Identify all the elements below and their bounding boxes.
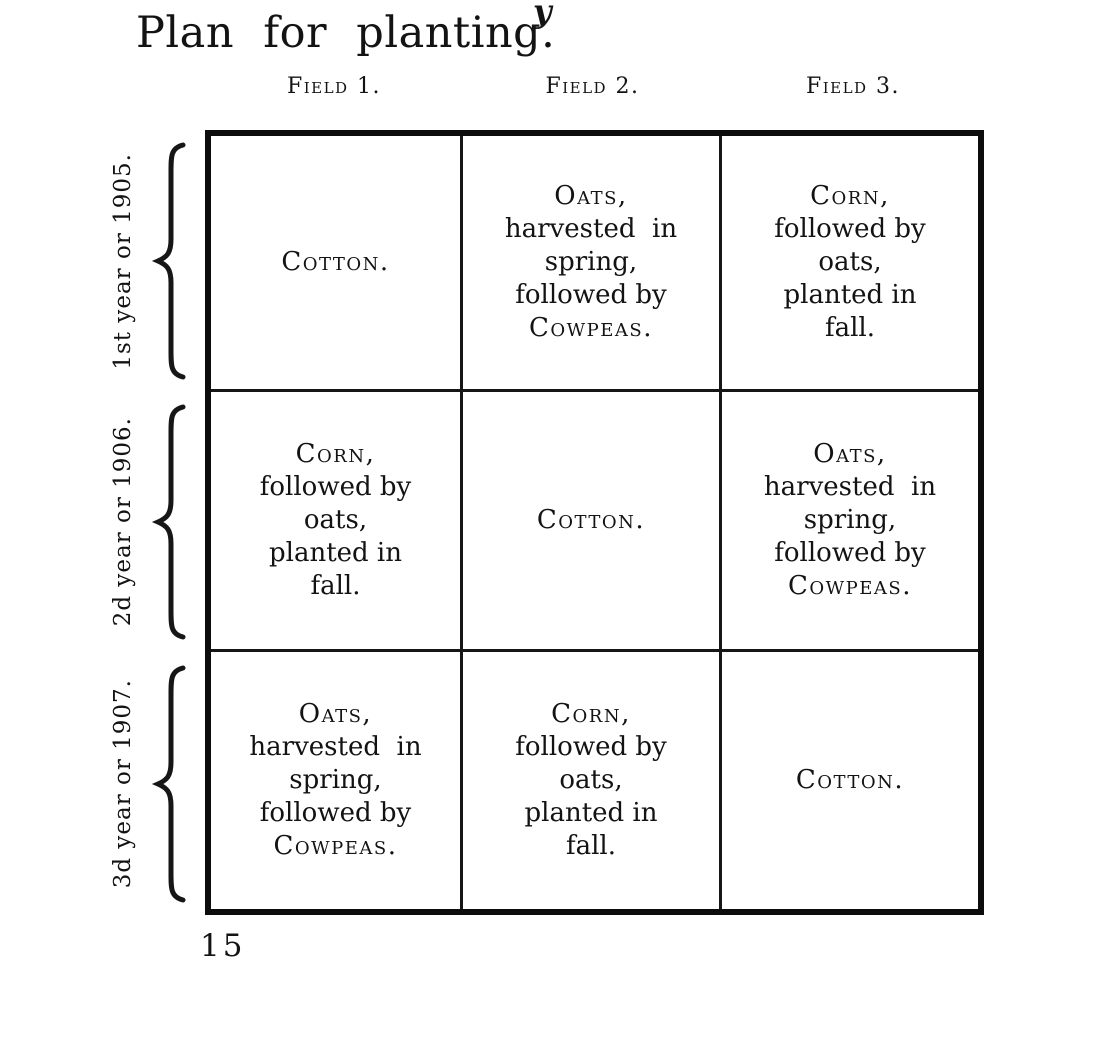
cell-line: Cotton. <box>795 764 905 795</box>
cell-line: followed by <box>515 731 667 762</box>
cell-text: Cotton. <box>281 246 389 279</box>
cell-line: Oats, <box>554 180 628 211</box>
cell-line: Cowpeas. <box>273 831 398 862</box>
cell-line: oats, <box>818 246 882 277</box>
cell-line: harvested in <box>763 471 937 502</box>
cell-line: followed by <box>774 213 926 244</box>
curly-brace-icon <box>151 664 186 903</box>
cell-line: planted in <box>524 798 658 828</box>
row-label-year-1: 1st year or 1905. <box>98 130 148 392</box>
column-header-field-2: Field 2. <box>545 74 640 99</box>
curly-brace-icon <box>151 404 186 640</box>
plan-cell-r2-c2: Cotton. <box>463 392 722 652</box>
cell-line: harvested in <box>249 731 422 762</box>
cell-line: planted in <box>268 538 402 568</box>
brace-year-2 <box>150 392 190 652</box>
cell-line: Cotton. <box>281 246 390 277</box>
cell-line: spring, <box>803 504 897 535</box>
curly-brace-icon <box>151 142 186 380</box>
cell-line: spring, <box>289 764 382 795</box>
column-header-field-3: Field 3. <box>805 74 901 99</box>
cell-line: oats, <box>303 504 368 535</box>
cell-line: fall. <box>310 571 361 602</box>
cell-line: followed by <box>259 798 412 828</box>
cell-line: planted in <box>783 280 917 310</box>
row-label-text: 3d year or 1907. <box>110 678 136 889</box>
row-label-text: 1st year or 1905. <box>110 152 136 370</box>
plan-cell-r3-c3: Cotton. <box>722 652 978 909</box>
cell-line: Cowpeas. <box>528 313 653 344</box>
row-label-year-3: 3d year or 1907. <box>98 652 148 915</box>
cell-line: followed by <box>259 471 412 502</box>
cell-text: Cotton. <box>537 504 645 537</box>
brace-year-1 <box>150 130 190 392</box>
cell-line: Corn, <box>551 698 631 729</box>
cell-line: Corn, <box>810 180 890 211</box>
page-number: 15 <box>200 928 246 964</box>
cell-line: Cowpeas. <box>787 571 912 602</box>
cell-line: oats, <box>559 764 623 795</box>
cell-line: Oats, <box>813 438 887 469</box>
stray-ink-mark: y <box>533 0 552 30</box>
cell-line: followed by <box>774 538 926 568</box>
cell-line: Corn, <box>295 438 376 469</box>
cell-text: Cotton. <box>796 764 904 797</box>
cell-line: fall. <box>824 313 875 344</box>
row-label-text: 2d year or 1906. <box>110 417 136 627</box>
row-label-year-2: 2d year or 1906. <box>98 392 148 652</box>
cell-line: spring, <box>544 246 638 277</box>
cell-line: harvested in <box>504 213 678 244</box>
cell-line: Oats, <box>298 698 373 729</box>
cell-line: fall. <box>565 831 616 862</box>
cell-line: Cotton. <box>536 504 646 535</box>
brace-year-3 <box>150 652 190 915</box>
page-title: Plan for planting. <box>136 8 556 58</box>
column-header-field-1: Field 1. <box>286 74 382 99</box>
plan-cell-r1-c1: Cotton. <box>211 136 463 392</box>
cell-line: followed by <box>515 280 667 310</box>
